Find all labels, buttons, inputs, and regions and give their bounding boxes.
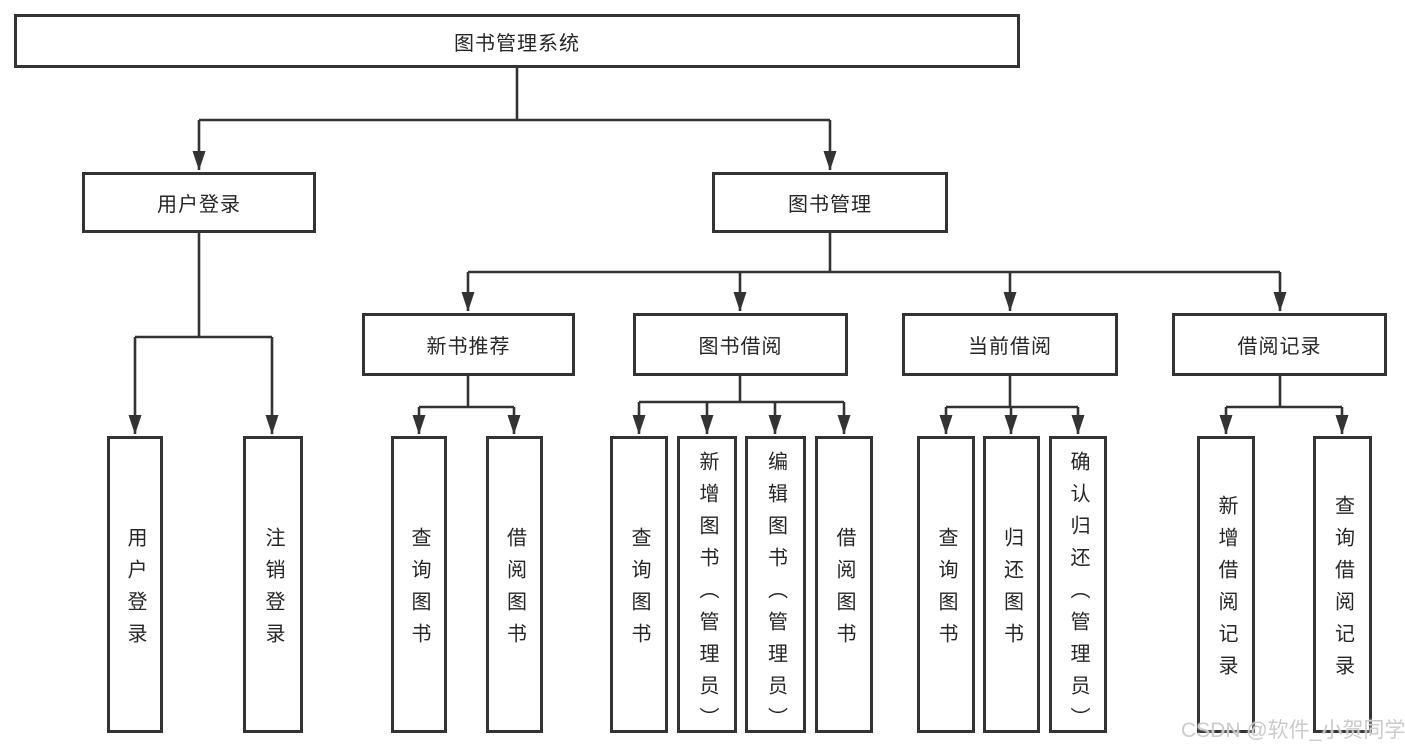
leaf-newbook-query-books-label: 查询图书	[408, 526, 430, 655]
leaf-user-login-label: 用户登录	[124, 526, 146, 655]
node-current-borrow: 当前借阅	[902, 313, 1118, 376]
leaf-current-return-books-label: 归还图书	[1000, 526, 1023, 655]
node-root-system-label: 图书管理系统	[454, 32, 580, 55]
connector-user-login	[128, 233, 279, 435]
connector-current-borrow	[939, 376, 1085, 435]
connector-book-management	[461, 233, 1287, 312]
node-book-management: 图书管理	[712, 172, 948, 233]
leaf-borrow-edit-books-admin-label: 编辑图书（管理员）	[764, 451, 787, 739]
leaf-borrow-borrow-books-label: 借阅图书	[833, 526, 855, 655]
leaf-current-return-books: 归还图书	[983, 436, 1040, 733]
leaf-current-confirm-return-admin-label: 确认归还（管理员）	[1067, 451, 1089, 739]
leaf-borrow-query-books: 查询图书	[610, 436, 668, 733]
connector-book-borrow	[632, 376, 851, 435]
node-current-borrow-label: 当前借阅	[968, 336, 1052, 358]
leaf-logout-label: 注销登录	[262, 526, 284, 655]
connector-new-book	[412, 376, 521, 435]
node-user-login-label: 用户登录	[157, 194, 241, 216]
node-book-borrow-label: 图书借阅	[698, 336, 783, 358]
leaf-record-query-record-label: 查询借阅记录	[1331, 494, 1354, 687]
connector-root	[192, 68, 837, 171]
node-root-system: 图书管理系统	[14, 14, 1020, 68]
node-new-book-recommend-label: 新书推荐	[426, 336, 511, 358]
node-borrow-record-label: 借阅记录	[1237, 336, 1322, 358]
leaf-newbook-borrow-books-label: 借阅图书	[503, 526, 526, 655]
leaf-current-confirm-return-admin: 确认归还（管理员）	[1049, 436, 1107, 739]
leaf-user-login: 用户登录	[107, 436, 163, 733]
node-user-login: 用户登录	[82, 172, 316, 233]
leaf-record-add-record-label: 新增借阅记录	[1215, 494, 1237, 687]
leaf-borrow-add-books-admin: 新增图书（管理员）	[677, 436, 737, 739]
leaf-borrow-query-books-label: 查询图书	[628, 526, 650, 655]
leaf-borrow-borrow-books: 借阅图书	[815, 436, 873, 733]
leaf-current-query-books: 查询图书	[917, 436, 975, 733]
node-book-borrow: 图书借阅	[633, 313, 848, 376]
leaf-record-query-record: 查询借阅记录	[1313, 436, 1372, 733]
leaf-newbook-borrow-books: 借阅图书	[486, 436, 543, 733]
leaf-borrow-edit-books-admin: 编辑图书（管理员）	[745, 436, 806, 739]
node-borrow-record: 借阅记录	[1172, 313, 1387, 376]
leaf-record-add-record: 新增借阅记录	[1197, 436, 1255, 733]
node-book-management-label: 图书管理	[788, 194, 872, 216]
leaf-borrow-add-books-admin-label: 新增图书（管理员）	[696, 451, 718, 739]
connector-borrow-record	[1219, 376, 1349, 435]
node-new-book-recommend: 新书推荐	[362, 313, 575, 376]
leaf-newbook-query-books: 查询图书	[391, 436, 447, 733]
leaf-logout: 注销登录	[243, 436, 303, 733]
leaf-current-query-books-label: 查询图书	[935, 526, 957, 655]
watermark: CSDN @软件_小贺同学	[1181, 719, 1405, 742]
